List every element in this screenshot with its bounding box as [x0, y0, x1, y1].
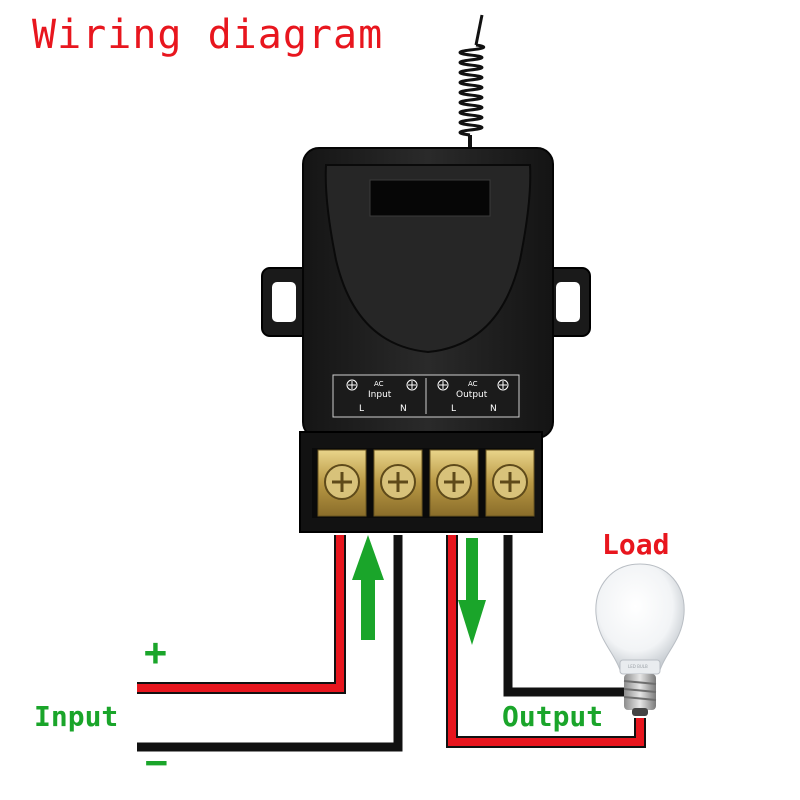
- terminal-n2-text: N: [490, 404, 497, 414]
- relay-module: AC Input AC Output L N L N: [261, 147, 591, 533]
- input-live-wire: [137, 535, 346, 694]
- output-arrow: [458, 538, 486, 645]
- input-neutral-wire: [137, 535, 403, 752]
- terminal-block: [317, 449, 535, 517]
- load-label: Load: [602, 528, 670, 561]
- bulb-icon: LED BULB: [595, 563, 685, 716]
- page-title: Wiring diagram: [32, 12, 384, 58]
- ac-input-bottom-text: Input: [368, 390, 392, 400]
- input-arrow: [352, 535, 384, 640]
- screw-slot: [388, 472, 408, 492]
- ac-output-bottom-text: Output: [456, 390, 488, 400]
- terminal-n1-text: N: [400, 404, 407, 414]
- output-label: Output: [502, 700, 604, 733]
- minus-label: −: [145, 740, 168, 784]
- ac-input-top-text: AC: [374, 380, 384, 388]
- terminal-l2-text: L: [451, 404, 456, 414]
- antenna: [458, 14, 486, 152]
- svg-text:LED BULB: LED BULB: [628, 664, 648, 669]
- output-neutral-wire: [503, 535, 625, 697]
- screw-slot: [444, 472, 464, 492]
- screw-slot: [332, 472, 352, 492]
- input-label: Input: [34, 700, 119, 733]
- screw-slot: [500, 472, 520, 492]
- output-live-wire: [446, 535, 646, 748]
- terminal-l1-text: L: [359, 404, 364, 414]
- ac-output-top-text: AC: [468, 380, 478, 388]
- plus-label: +: [144, 630, 167, 674]
